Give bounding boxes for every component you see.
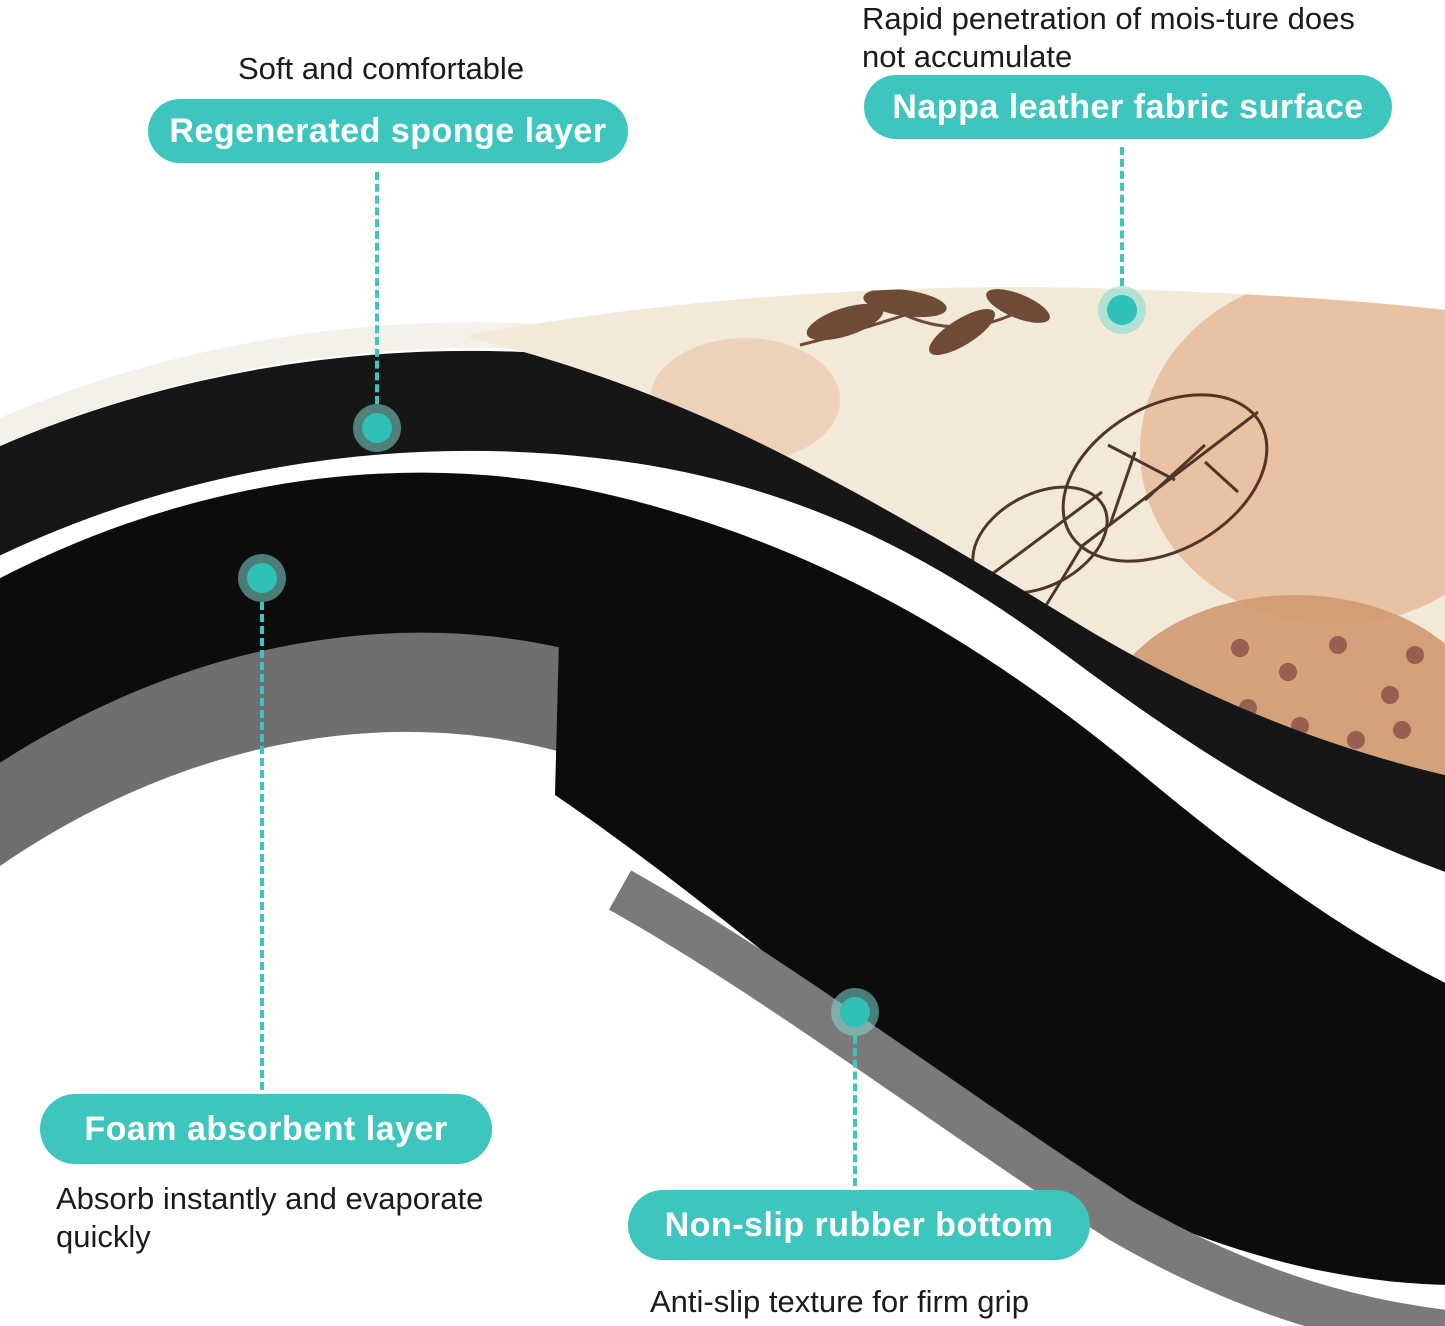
sponge-label-text: Regenerated sponge layer [169, 111, 607, 150]
sponge-dot-core [362, 413, 392, 443]
foam-caption: Absorb instantly and evaporate quickly [56, 1181, 484, 1254]
monstera-leaf-outline [946, 393, 1269, 653]
sponge-caption: Soft and comfortable [238, 51, 525, 86]
fabric-label-pill: Nappa leather fabric surface [864, 75, 1392, 139]
rubber-callout-line [853, 1036, 857, 1186]
rubber-caption: Anti-slip texture for firm grip [650, 1284, 1029, 1319]
sponge-callout-line [375, 172, 379, 404]
fabric-caption: Rapid penetration of mois-ture does not … [862, 1, 1355, 74]
pattern-dark-leaves [799, 288, 1050, 355]
rubber-dot-core [840, 997, 870, 1027]
mat-foam-layer [0, 472, 1445, 1326]
fabric-callout-dot [1098, 286, 1146, 334]
foam-label-pill: Foam absorbent layer [40, 1094, 492, 1164]
foam-label-text: Foam absorbent layer [84, 1109, 448, 1148]
rubber-callout-dot [831, 988, 879, 1036]
foam-callout-dot [238, 554, 286, 602]
rubber-label-text: Non-slip rubber bottom [664, 1205, 1054, 1244]
rubber-label-pill: Non-slip rubber bottom [628, 1190, 1090, 1260]
foam-callout-line [260, 602, 264, 1090]
pattern-arch-shape [1140, 287, 1445, 625]
foam-dot-core [247, 563, 277, 593]
fabric-dot-core [1107, 295, 1137, 325]
pattern-dots [1231, 636, 1424, 769]
sponge-label-pill: Regenerated sponge layer [148, 99, 628, 163]
sponge-callout-dot [353, 404, 401, 452]
fabric-label-text: Nappa leather fabric surface [892, 87, 1364, 126]
fabric-callout-line [1120, 147, 1124, 286]
